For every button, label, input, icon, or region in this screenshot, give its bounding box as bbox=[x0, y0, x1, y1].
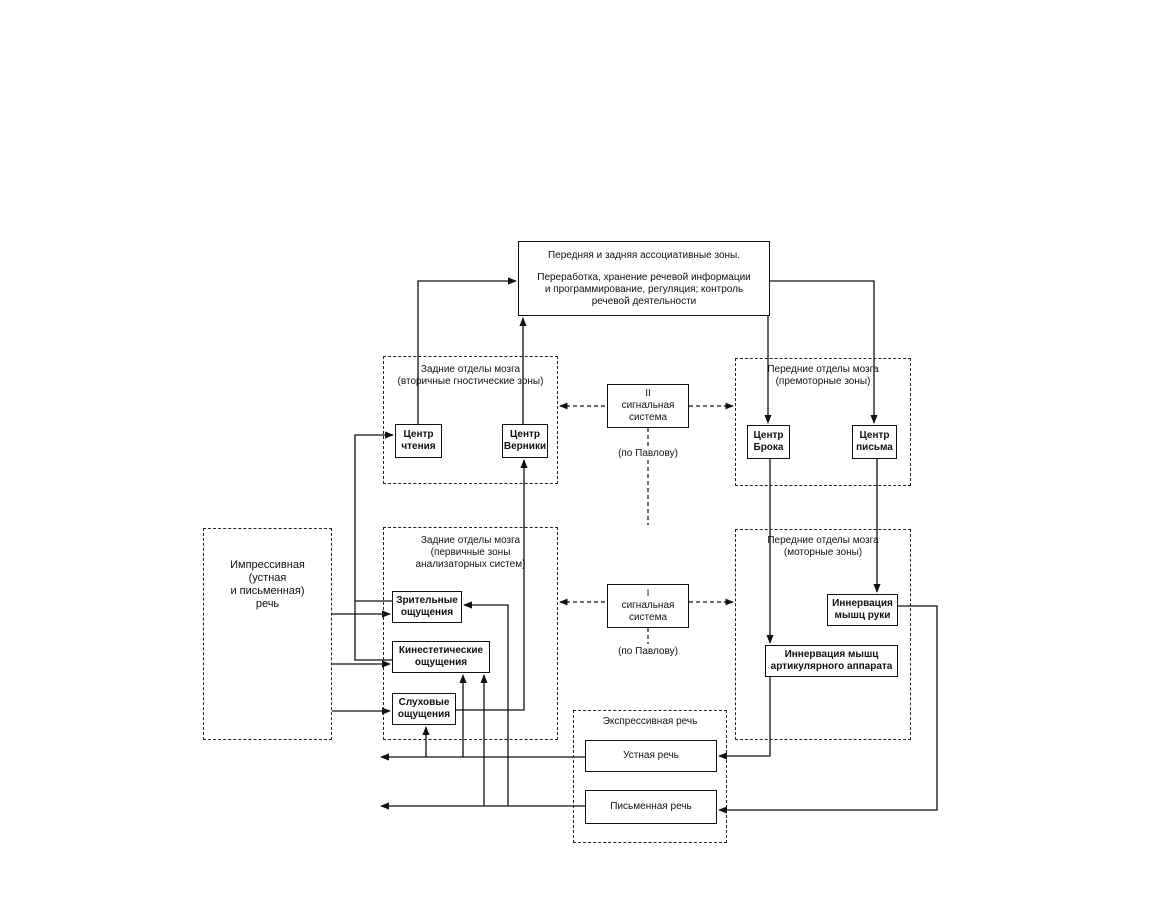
hand-innervation-label: Иннервация мышц руки bbox=[832, 598, 893, 621]
association-zones-title: Передняя и задняя ассоциативные зоны. bbox=[547, 250, 741, 261]
articulatory-innervation-box: Иннервация мышц артикулярного аппарата bbox=[765, 645, 898, 677]
impressive-speech-label: Импрессивная (устная и письменная) речь bbox=[230, 559, 305, 610]
visual-sensations-label: Зрительные ощущения bbox=[396, 595, 458, 618]
zone-anterior-premotor: Передние отделы мозга (премоторные зоны) bbox=[735, 358, 911, 486]
connector-articulatory-to-oral bbox=[718, 677, 771, 760]
written-speech-label: Письменная речь bbox=[610, 801, 692, 812]
pavlov-note-bottom: (по Павлову) bbox=[618, 646, 678, 657]
zone-anterior-motor-title: Передние отделы мозга (моторные зоны) bbox=[767, 535, 879, 558]
center-wernicke-box: Центр Верники bbox=[502, 424, 548, 458]
articulatory-innervation-label: Иннервация мышц артикулярного аппарата bbox=[770, 649, 893, 672]
center-reading-label: Центр чтения bbox=[401, 429, 436, 452]
zone-posterior-secondary: Задние отделы мозга (вторичные гностичес… bbox=[383, 356, 558, 484]
connector-reading-to-assoc bbox=[417, 277, 517, 424]
expressive-speech-title: Экспрессивная речь bbox=[602, 716, 698, 727]
center-reading-box: Центр чтения bbox=[395, 424, 442, 458]
association-zones-box: Передняя и задняя ассоциативные зоны. Пе… bbox=[518, 241, 770, 316]
kinesthetic-sensations-label: Кинестетические ощущения bbox=[398, 645, 484, 668]
center-broca-label: Центр Брока bbox=[753, 430, 784, 453]
connector-hand-to-written bbox=[718, 605, 938, 814]
zone-posterior-primary-title: Задние отделы мозга (первичные зоны анал… bbox=[415, 535, 526, 570]
kinesthetic-sensations-box: Кинестетические ощущения bbox=[392, 641, 490, 673]
pavlov-note-top: (по Павлову) bbox=[618, 448, 678, 459]
connector-sensations-to-reading-a bbox=[354, 431, 394, 602]
oral-speech-box: Устная речь bbox=[585, 740, 717, 772]
center-broca-box: Центр Брока bbox=[747, 425, 790, 459]
center-writing-label: Центр письма bbox=[856, 430, 893, 453]
oral-speech-label: Устная речь bbox=[623, 750, 679, 761]
connector-assoc-to-writing bbox=[770, 280, 878, 424]
zone-posterior-primary: Задние отделы мозга (первичные зоны анал… bbox=[383, 527, 558, 740]
hand-innervation-box: Иннервация мышц руки bbox=[827, 594, 898, 626]
visual-sensations-box: Зрительные ощущения bbox=[392, 591, 462, 623]
first-signal-system-label: I сигнальная система bbox=[621, 588, 675, 623]
association-zones-desc: Переработка, хранение речевой информации… bbox=[537, 272, 751, 307]
expressive-speech-frame: Экспрессивная речь bbox=[573, 710, 727, 843]
impressive-speech-box: Импрессивная (устная и письменная) речь bbox=[203, 528, 332, 740]
second-signal-system-label: II сигнальная система bbox=[621, 388, 675, 423]
zone-posterior-secondary-title: Задние отделы мозга (вторичные гностичес… bbox=[397, 364, 544, 387]
center-writing-box: Центр письма bbox=[852, 425, 897, 459]
written-speech-box: Письменная речь bbox=[585, 790, 717, 824]
zone-anterior-motor: Передние отделы мозга (моторные зоны) bbox=[735, 529, 911, 740]
center-wernicke-label: Центр Верники bbox=[503, 429, 547, 452]
connector-sensations-to-reading-b bbox=[354, 601, 392, 661]
auditory-sensations-label: Слуховые ощущения bbox=[397, 697, 451, 720]
second-signal-system-box: II сигнальная система bbox=[607, 384, 689, 428]
first-signal-system-box: I сигнальная система bbox=[607, 584, 689, 628]
auditory-sensations-box: Слуховые ощущения bbox=[392, 693, 456, 725]
connector-auditory-to-wernicke bbox=[456, 459, 528, 711]
zone-anterior-premotor-title: Передние отделы мозга (премоторные зоны) bbox=[767, 364, 879, 387]
